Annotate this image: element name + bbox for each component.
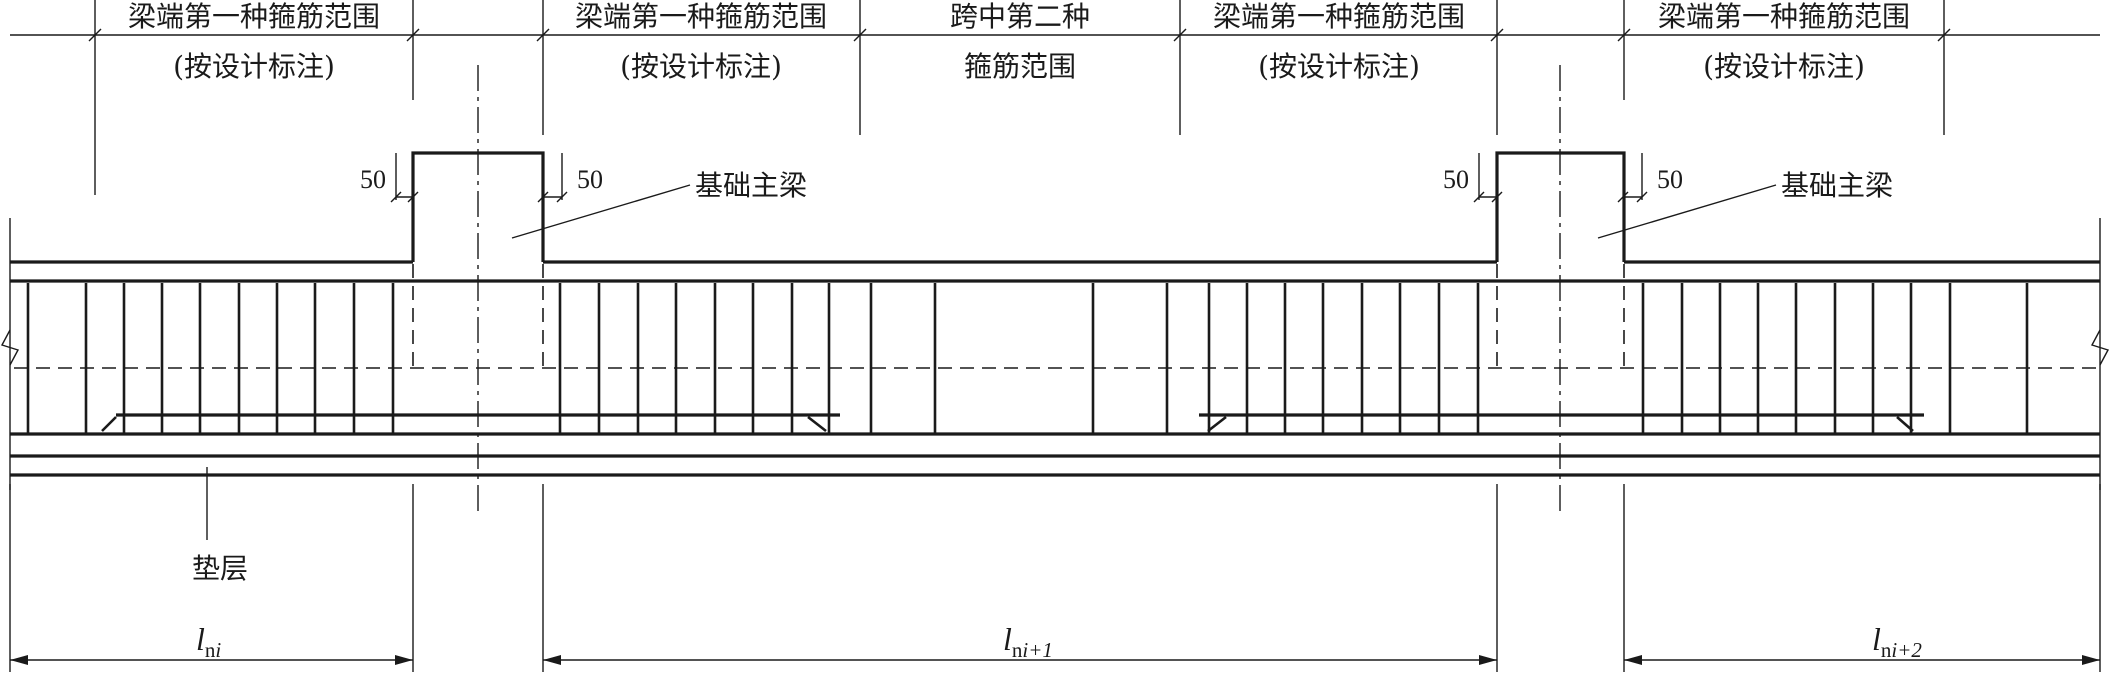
leader-main-beam-left	[511, 184, 691, 239]
zone-label-end-4: 梁端第一种箍筋范围	[1658, 0, 1910, 33]
span-label-3: lni+2	[1872, 621, 1922, 662]
zone-label-end-2: 梁端第一种箍筋范围	[575, 0, 827, 33]
span-label-1: lni	[196, 621, 221, 662]
offset-dimension-right-pier	[1473, 153, 1648, 203]
top-dimension-chain	[10, 0, 2100, 195]
span-dimension-chain	[9, 484, 2101, 672]
zone-label-end-1: 梁端第一种箍筋范围	[128, 0, 380, 33]
stirrup-group	[26, 283, 2029, 433]
zone-note-end-2: (按设计标注)	[620, 50, 782, 83]
offset-50-right-a: 50	[1443, 165, 1469, 194]
label-main-beam-right: 基础主梁	[1781, 169, 1893, 202]
zone-label-mid-line-2: 箍筋范围	[964, 50, 1076, 83]
break-symbol-left	[0, 329, 20, 366]
span-label-2: lni+1	[1003, 621, 1053, 662]
beam-outline	[9, 151, 2101, 490]
zone-label-end-3: 梁端第一种箍筋范围	[1213, 0, 1465, 33]
zone-label-mid-line-1: 跨中第二种	[950, 0, 1090, 33]
label-main-beam-left: 基础主梁	[695, 169, 807, 202]
zone-note-end-4: (按设计标注)	[1703, 50, 1865, 83]
offset-50-left-a: 50	[360, 165, 386, 194]
leader-main-beam-right	[1597, 184, 1777, 239]
bottom-reinforcement	[101, 413, 1924, 433]
offset-50-right-b: 50	[1657, 165, 1683, 194]
label-cushion: 垫层	[192, 552, 248, 585]
beam-hidden-lines	[14, 264, 2098, 369]
zone-note-end-1: (按设计标注)	[173, 50, 335, 83]
offset-dimension-left-pier	[390, 153, 568, 203]
zone-note-end-3: (按设计标注)	[1258, 50, 1420, 83]
break-symbol-right	[2090, 329, 2110, 366]
offset-50-left-b: 50	[577, 165, 603, 194]
